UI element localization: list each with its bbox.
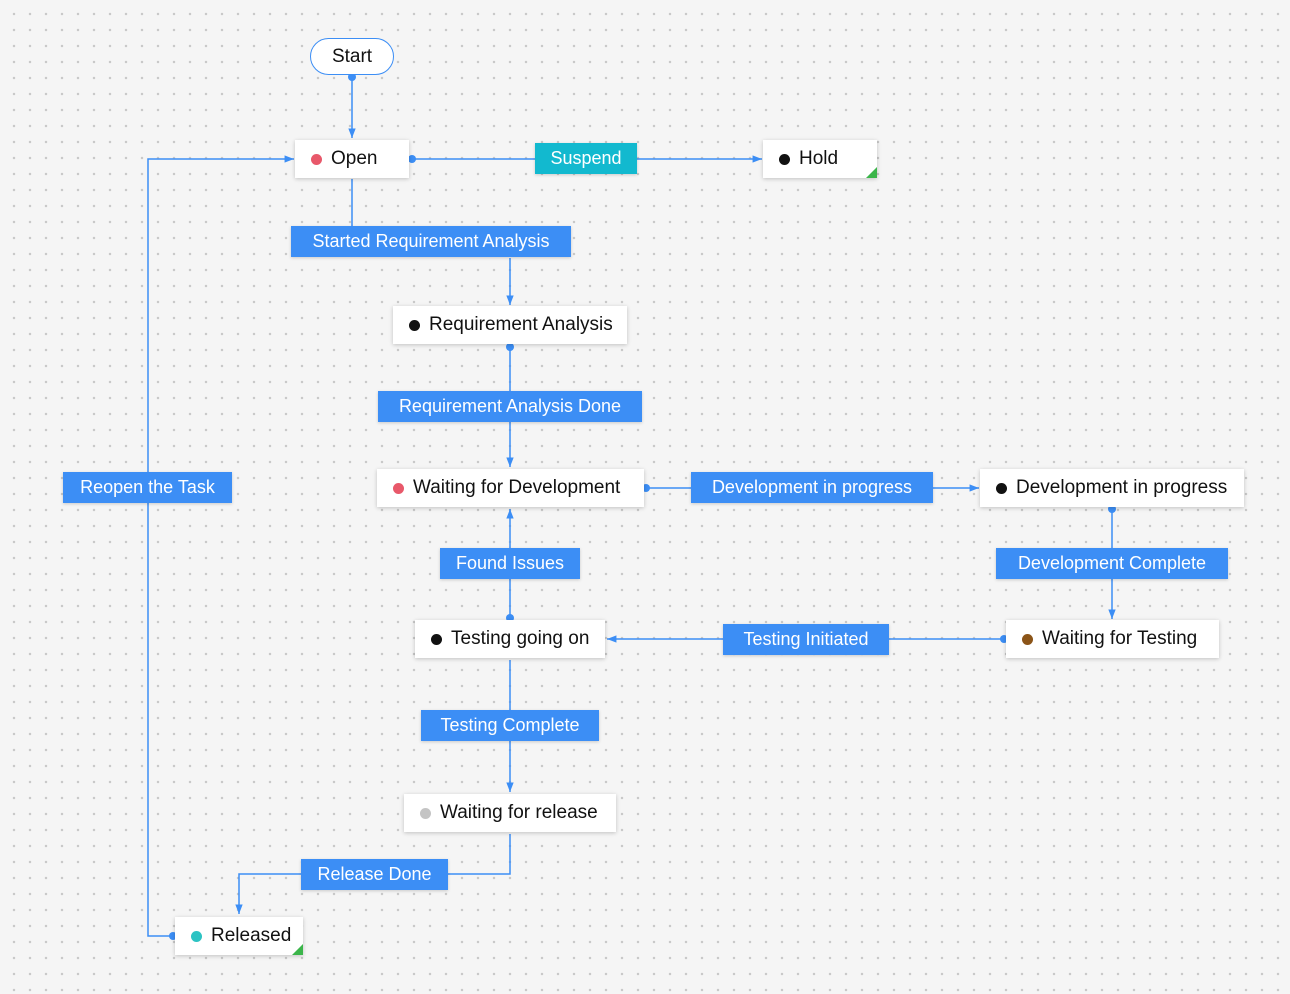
transition-requirement-analysis-done[interactable]: Requirement Analysis Done bbox=[378, 391, 642, 422]
state-released[interactable]: Released bbox=[175, 917, 303, 955]
state-label: Released bbox=[211, 925, 292, 946]
state-waiting-for-release[interactable]: Waiting for release bbox=[404, 794, 616, 832]
status-dot bbox=[431, 633, 442, 645]
connector-released-open bbox=[147, 155, 294, 937]
state-label: Requirement Analysis bbox=[429, 314, 613, 335]
state-label: Waiting for release bbox=[440, 802, 598, 823]
connector-open-requirement-analysis bbox=[351, 179, 510, 305]
state-development-in-progress[interactable]: Development in progress bbox=[980, 469, 1244, 507]
status-dot bbox=[420, 807, 431, 819]
state-requirement-analysis[interactable]: Requirement Analysis bbox=[393, 306, 627, 344]
state-label: Development in progress bbox=[1016, 477, 1228, 498]
transition-reopen-the-task[interactable]: Reopen the Task bbox=[63, 472, 232, 503]
status-dot bbox=[191, 930, 202, 942]
status-dot bbox=[779, 153, 790, 165]
state-label: Hold bbox=[799, 148, 839, 169]
start-label: Start bbox=[331, 45, 373, 67]
state-label: Open bbox=[331, 148, 378, 169]
status-dot bbox=[1022, 633, 1033, 645]
start-node[interactable]: Start bbox=[310, 38, 394, 75]
state-waiting-for-development[interactable]: Waiting for Development bbox=[377, 469, 644, 507]
transition-suspend[interactable]: Suspend bbox=[535, 143, 637, 174]
transition-found-issues[interactable]: Found Issues bbox=[440, 548, 580, 579]
state-open[interactable]: Open bbox=[295, 140, 409, 178]
status-dot bbox=[409, 319, 420, 331]
final-state-marker bbox=[866, 167, 877, 178]
transition-release-done[interactable]: Release Done bbox=[301, 859, 448, 890]
state-label: Testing going on bbox=[451, 628, 590, 649]
final-state-marker bbox=[292, 944, 303, 955]
status-dot bbox=[996, 482, 1007, 494]
state-waiting-for-testing[interactable]: Waiting for Testing bbox=[1006, 620, 1219, 658]
transition-development-complete[interactable]: Development Complete bbox=[996, 548, 1228, 579]
state-testing-going-on[interactable]: Testing going on bbox=[415, 620, 605, 658]
transition-testing-initiated[interactable]: Testing Initiated bbox=[723, 624, 889, 655]
state-hold[interactable]: Hold bbox=[763, 140, 877, 178]
transition-started-requirement-analysis[interactable]: Started Requirement Analysis bbox=[291, 226, 571, 257]
status-dot bbox=[393, 482, 404, 494]
state-label: Waiting for Testing bbox=[1042, 628, 1198, 649]
state-label: Waiting for Development bbox=[413, 477, 621, 498]
transition-testing-complete[interactable]: Testing Complete bbox=[421, 710, 599, 741]
status-dot bbox=[311, 153, 322, 165]
transition-development-in-progress[interactable]: Development in progress bbox=[691, 472, 933, 503]
